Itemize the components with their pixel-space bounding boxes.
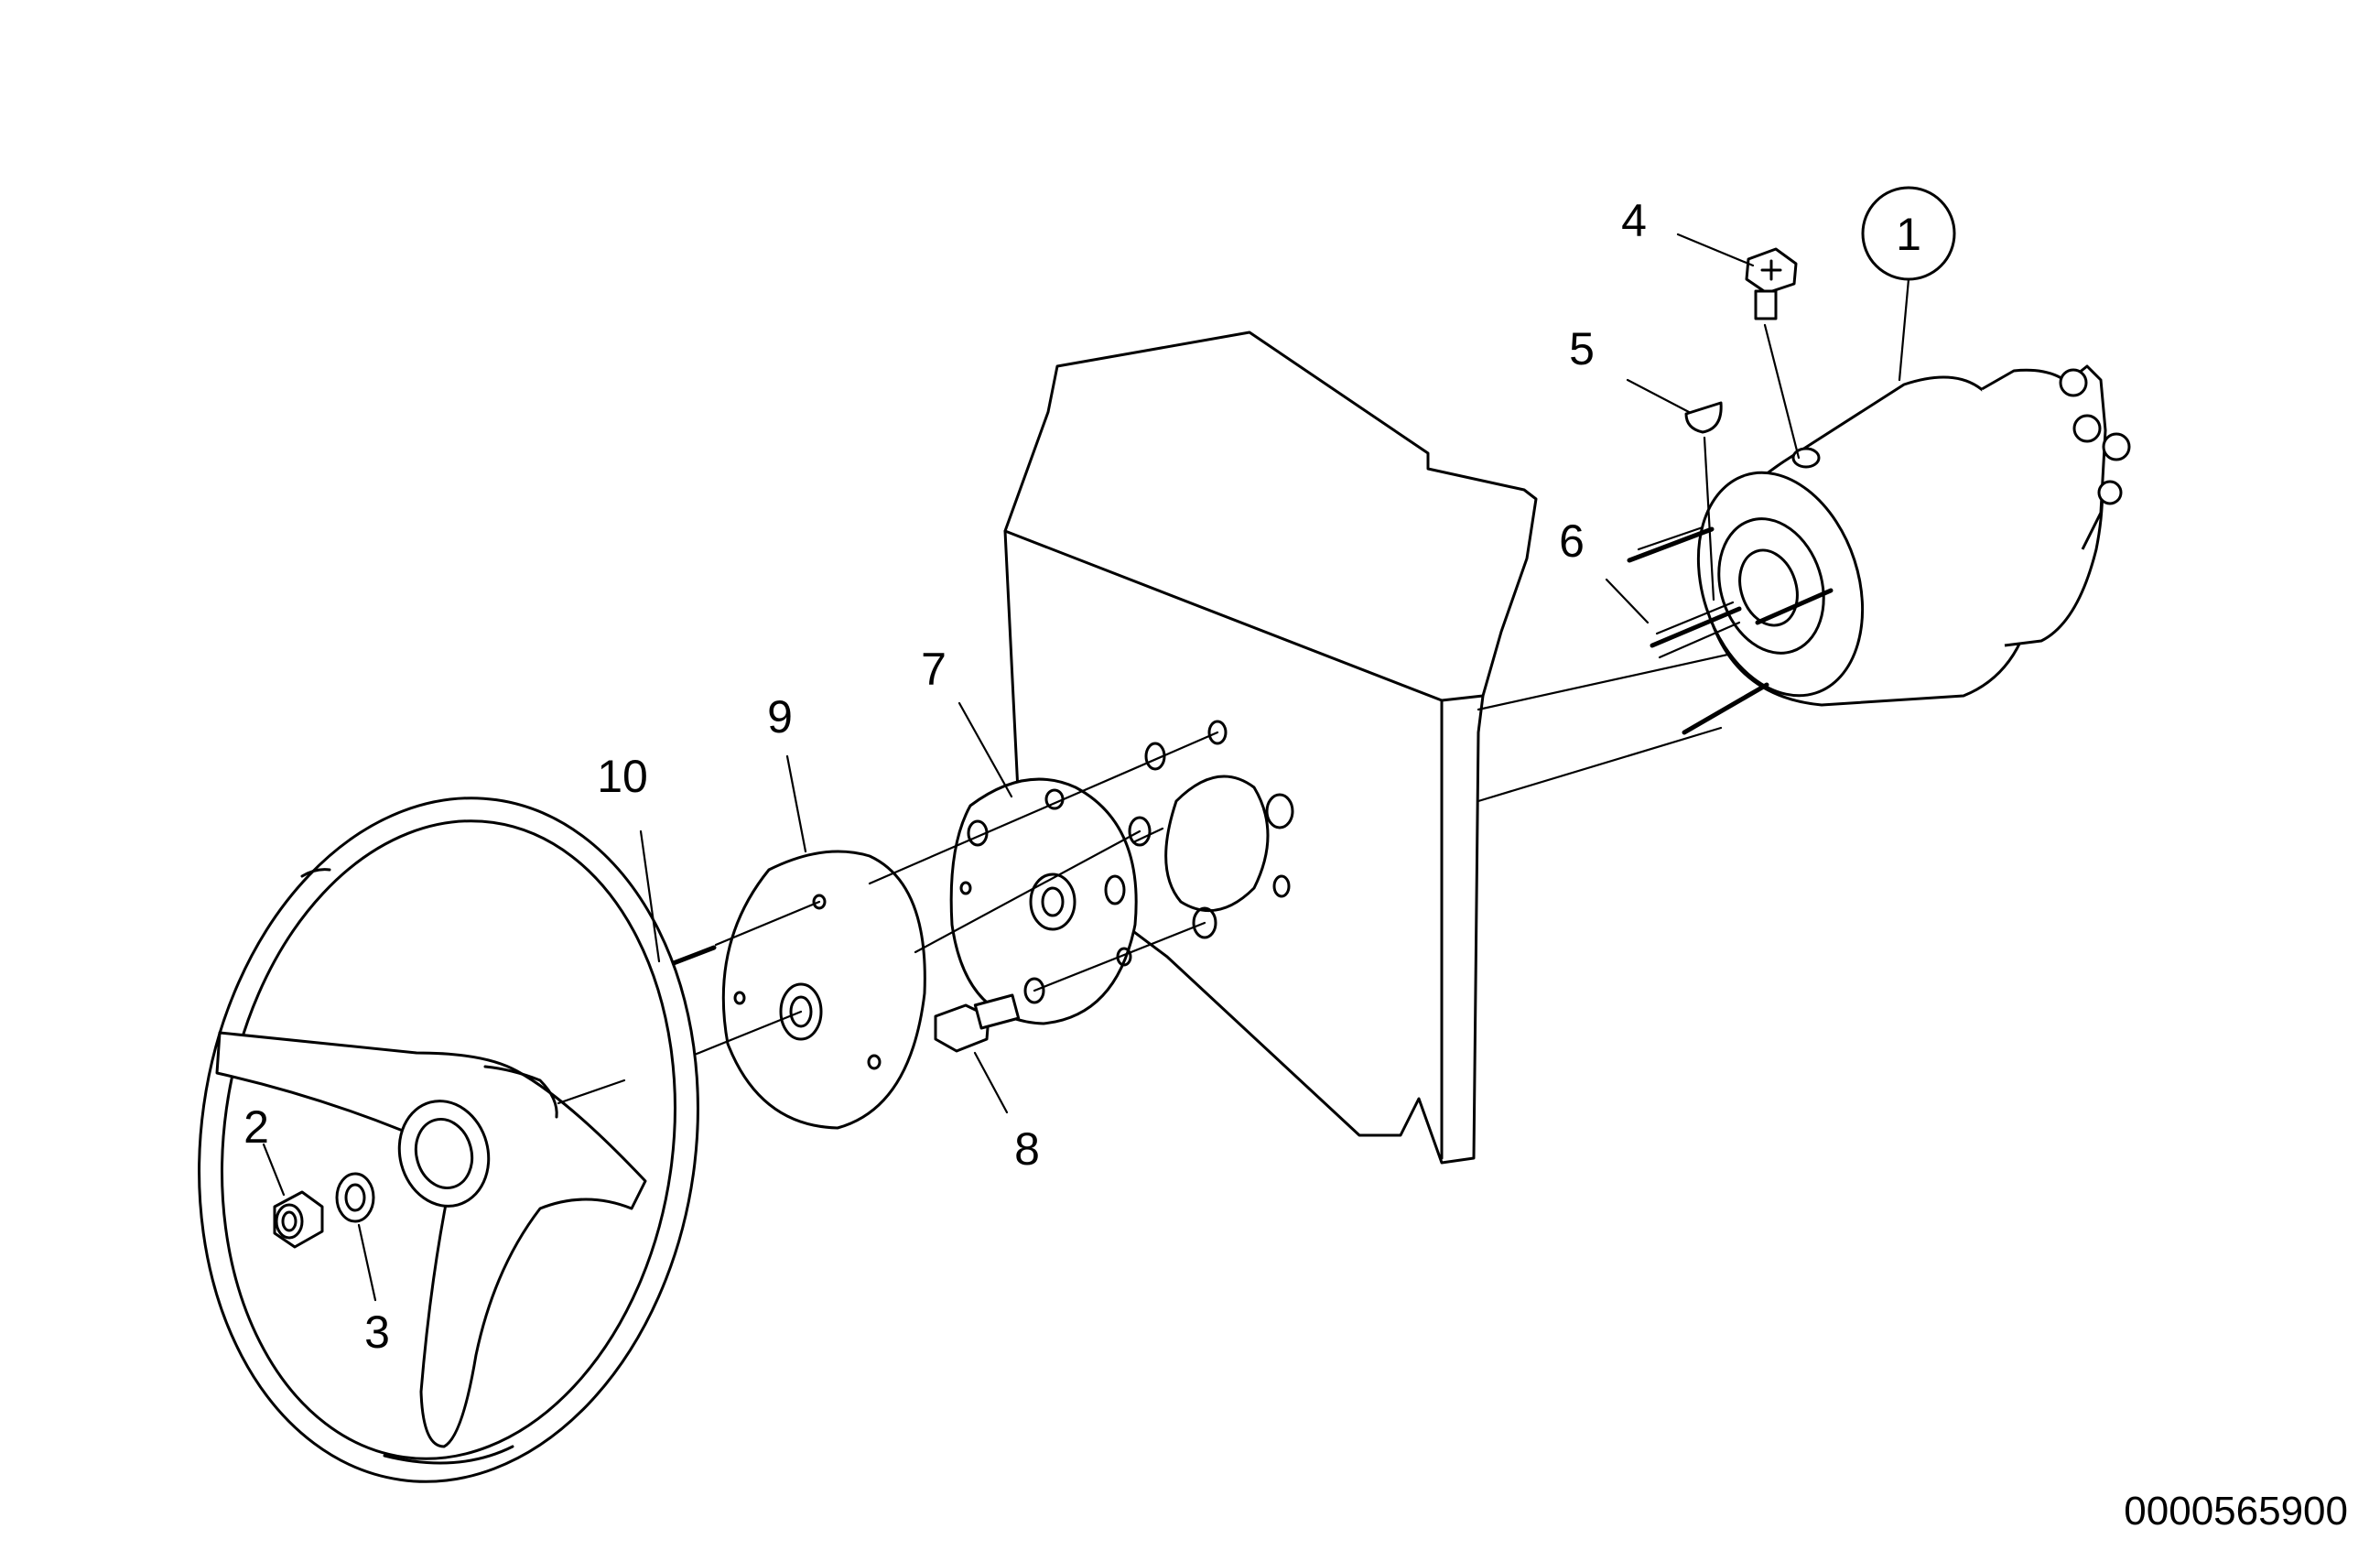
dashboard-panel <box>1003 331 1750 1165</box>
steering-unit <box>1627 364 2131 735</box>
callout-8: 8 <box>1014 1123 1040 1175</box>
woodruff-key <box>1684 401 1723 602</box>
callout-1-circle <box>1861 186 1956 281</box>
callout-3: 3 <box>364 1306 390 1358</box>
nut <box>273 1190 324 1249</box>
adapter-flange <box>949 777 1138 1025</box>
callout-2: 2 <box>243 1101 269 1153</box>
flange-bolt <box>934 993 1021 1053</box>
callout-7: 7 <box>921 644 947 695</box>
callout-5: 5 <box>1569 323 1595 374</box>
callouts: 1 2 3 4 5 6 7 8 9 10 <box>243 186 1956 1358</box>
steering-wheel <box>198 797 699 1483</box>
callout-10: 10 <box>597 751 648 802</box>
callout-4: 4 <box>1621 195 1647 246</box>
washer <box>335 1172 375 1223</box>
callout-1: 1 <box>1896 209 1921 260</box>
leader-lines <box>262 233 1910 1302</box>
hex-bolt <box>1745 247 1801 460</box>
callout-9: 9 <box>767 691 793 743</box>
document-number: 0000565900 <box>2124 1489 2348 1534</box>
hub-plate <box>721 850 926 1130</box>
callout-6: 6 <box>1559 515 1585 567</box>
